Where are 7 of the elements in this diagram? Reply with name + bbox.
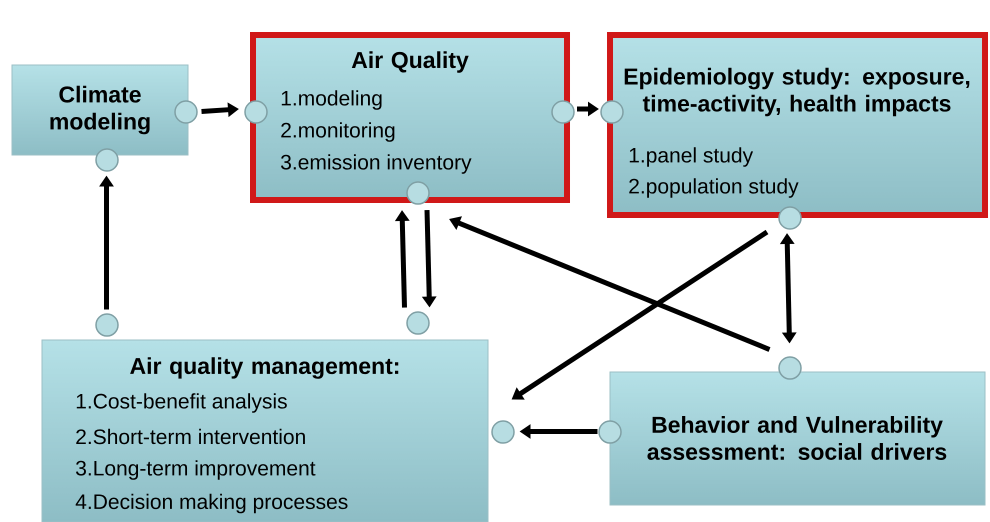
box-heading: Air quality management:: [130, 357, 398, 379]
list-item: 3.Long-term improvement: [76, 460, 316, 480]
list-item: 1.Cost-benefit analysis: [76, 393, 287, 413]
list-item: 4.Decision making processes: [76, 494, 348, 514]
box-heading: Behavior and Vulnerability assessment: social drivers: [647, 416, 946, 460]
list-item: 2.Short-term intervention: [76, 428, 305, 444]
box-heading: Climate modeling: [50, 86, 150, 134]
